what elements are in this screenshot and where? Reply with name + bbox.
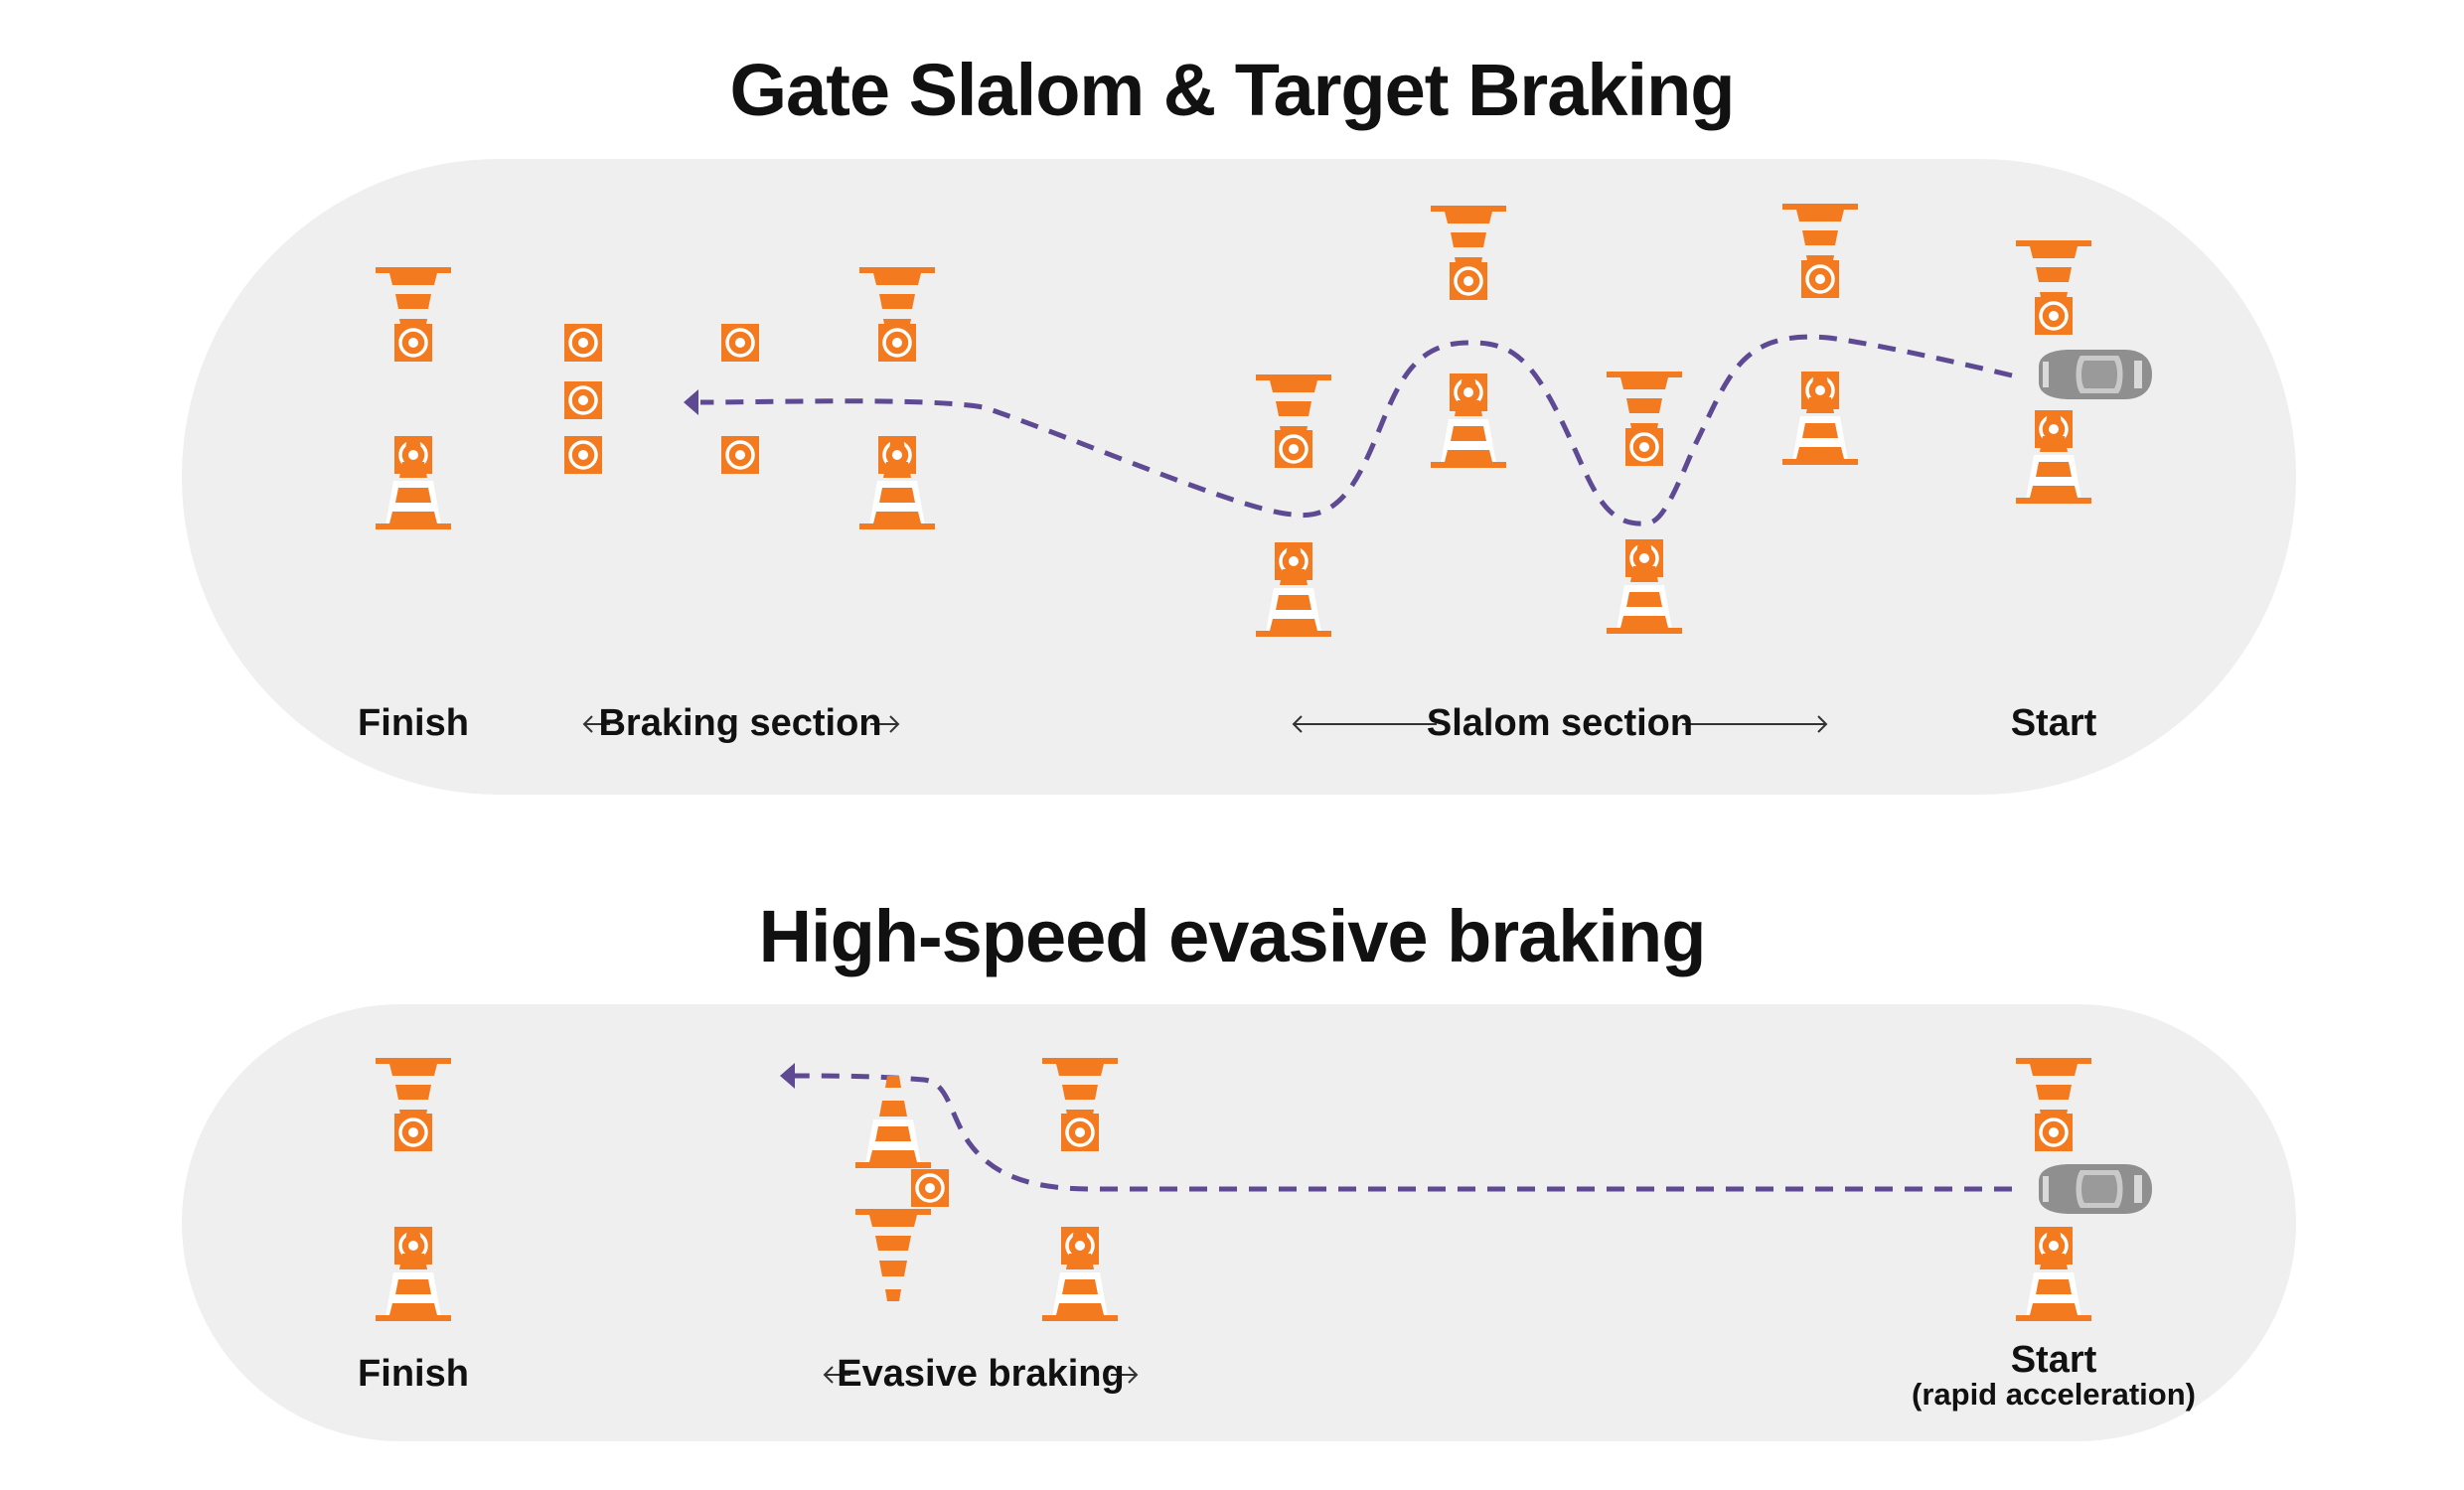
target-marker-icon <box>1273 428 1314 470</box>
traffic-cone-icon <box>855 1076 931 1168</box>
slalom-section-label: Slalom section <box>1426 702 1694 744</box>
target-marker-icon <box>1448 260 1489 302</box>
braking-section-arrow <box>582 715 900 733</box>
slalom-section-arrow <box>1292 715 1828 733</box>
car-icon <box>2039 1164 2152 1214</box>
start-note-label: (rapid acceleration) <box>1912 1377 2196 1412</box>
target-marker-icon <box>2033 1112 2075 1153</box>
target-marker-icon <box>1059 1112 1101 1153</box>
target-marker-icon <box>1623 426 1665 468</box>
diagram-1-title: Gate Slalom & Target Braking <box>729 49 1736 131</box>
path-arrow-icon <box>684 389 698 415</box>
traffic-cone-icon <box>855 1209 931 1301</box>
driving-path-2 <box>794 1073 2012 1192</box>
target-marker-icon <box>562 322 604 364</box>
start-label: Start <box>2010 1339 2097 1381</box>
start-label: Start <box>2010 702 2097 744</box>
target-marker-icon <box>392 1112 434 1153</box>
driving-path-1 <box>699 334 2013 526</box>
car-icon <box>2039 350 2152 399</box>
target-marker-icon <box>909 1167 951 1209</box>
target-marker-icon <box>562 379 604 421</box>
evasive-braking-label: Evasive braking <box>837 1353 1125 1395</box>
target-marker-icon <box>562 434 604 476</box>
target-marker-icon <box>719 322 761 364</box>
target-marker-icon <box>719 434 761 476</box>
track-2-background <box>182 1004 2296 1441</box>
target-marker-icon <box>1799 258 1841 300</box>
track-1-background <box>182 159 2296 795</box>
finish-label: Finish <box>358 702 469 744</box>
evasive-braking-arrow <box>823 1366 1139 1384</box>
target-marker-icon <box>2033 295 2075 337</box>
target-marker-icon <box>392 322 434 364</box>
diagram-2-title: High-speed evasive braking <box>758 895 1707 977</box>
braking-section-label: Braking section <box>598 702 882 744</box>
target-marker-icon <box>876 322 918 364</box>
finish-label: Finish <box>358 1353 469 1395</box>
path-arrow-icon <box>780 1063 795 1089</box>
